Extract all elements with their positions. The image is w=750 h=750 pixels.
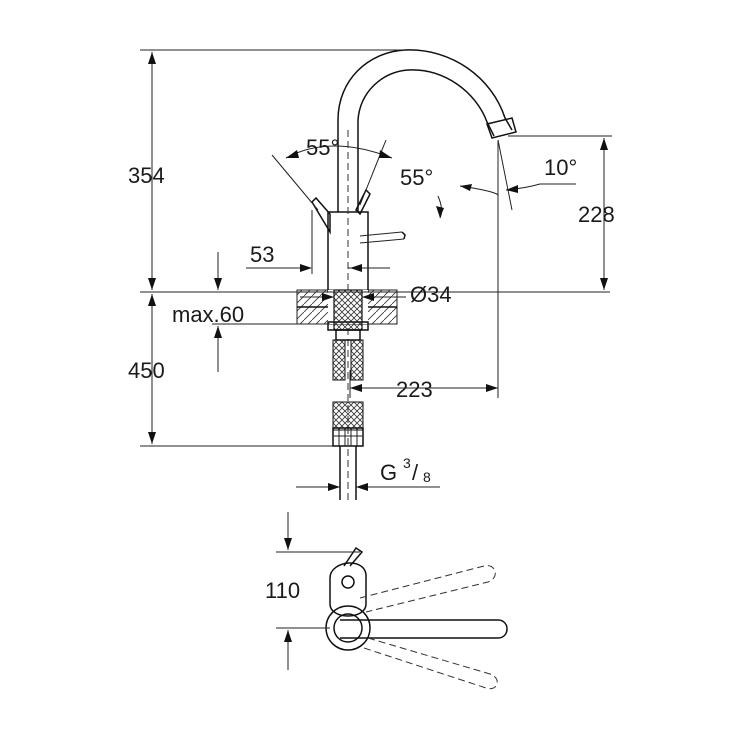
- label-lever-angle-side: 55°: [400, 165, 433, 190]
- hose-lower: [332, 401, 364, 431]
- label-lever-offset: 53: [250, 242, 274, 267]
- top-body: [329, 562, 367, 617]
- shank-nut: [335, 329, 361, 341]
- top-base-circle: [325, 605, 371, 651]
- mounting-shank: [333, 289, 363, 331]
- spout-outer: [337, 49, 513, 212]
- faucet-top-view: [276, 512, 508, 690]
- label-counter-thickness: max.60: [172, 302, 244, 327]
- lever-base: [311, 196, 331, 235]
- thread-prefix: G: [380, 460, 397, 485]
- spout-inner: [357, 69, 495, 212]
- faucet-side-view: [296, 49, 517, 500]
- label-hose-length: 450: [128, 358, 165, 383]
- lever-rear: [359, 231, 403, 237]
- label-hole-diameter: Ø34: [410, 282, 452, 307]
- label-spout-height: 228: [578, 202, 615, 227]
- label-thread-size: G 3 / 8: [380, 455, 431, 485]
- label-lever-angle-front: 55°: [306, 135, 339, 160]
- hose-fitting: [332, 427, 364, 447]
- lever-right-position: [363, 637, 498, 690]
- label-overall-height: 354: [128, 163, 165, 188]
- lever-left-position: [359, 565, 496, 613]
- lever-center-position: [340, 619, 508, 639]
- label-spout-reach: 223: [396, 377, 433, 402]
- hose-left: [332, 339, 346, 381]
- dimension-lines: [140, 49, 612, 491]
- label-spout-tilt: 10°: [544, 155, 577, 180]
- hose-right: [350, 339, 364, 381]
- thread-numerator: 3: [403, 455, 411, 471]
- label-lever-clearance: 110: [265, 578, 300, 603]
- thread-denominator: 8: [423, 469, 431, 485]
- spout-tip: [486, 117, 517, 139]
